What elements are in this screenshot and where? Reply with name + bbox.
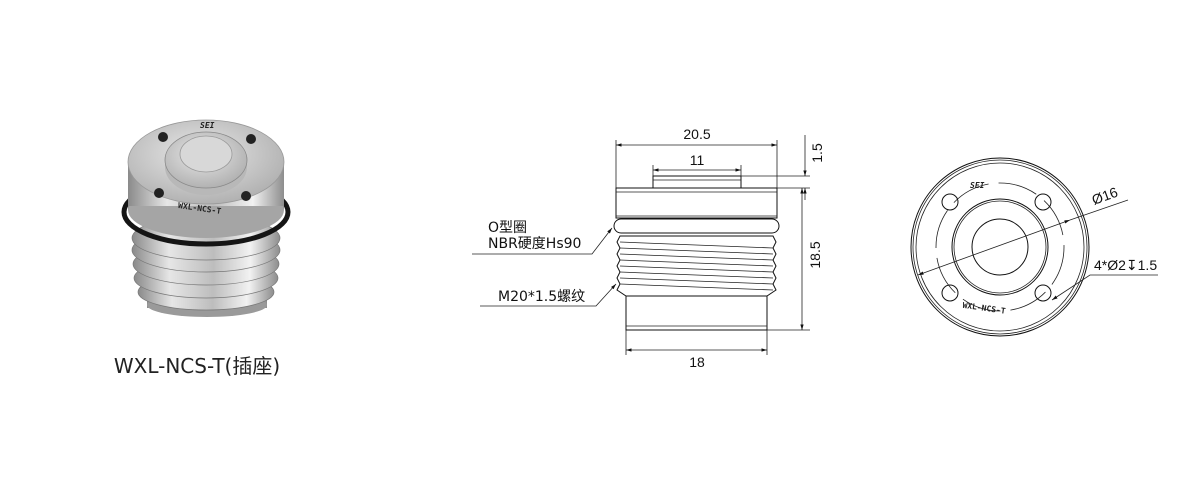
dim-bottom-width: 18 [689, 354, 705, 370]
dim-height: 18.5 [807, 241, 823, 268]
front-logo: SEI [970, 181, 985, 190]
oring-label-line2: NBR硬度Hs90 [488, 236, 581, 252]
thread-section [616, 235, 777, 297]
front-engraving: WXL-NCS-T [962, 301, 1006, 316]
side-view-drawing [472, 135, 810, 355]
photo-logo: SEI [200, 121, 215, 130]
front-view-drawing: SEI [910, 157, 1158, 337]
dim-boss-width: 11 [690, 152, 705, 168]
oring-section [613, 218, 780, 234]
oring-label-line1: O型圈 [488, 220, 527, 236]
dim-top-width: 20.5 [683, 126, 710, 142]
product-caption: WXL-NCS-T(插座) [114, 354, 280, 378]
thread-label: M20*1.5螺纹 [498, 289, 585, 305]
dim-boss-height: 1.5 [809, 143, 825, 163]
product-photo: SEI WXL-NCS-T [121, 119, 291, 317]
hole-note: 4*Ø2↧1.5 [1094, 257, 1157, 273]
